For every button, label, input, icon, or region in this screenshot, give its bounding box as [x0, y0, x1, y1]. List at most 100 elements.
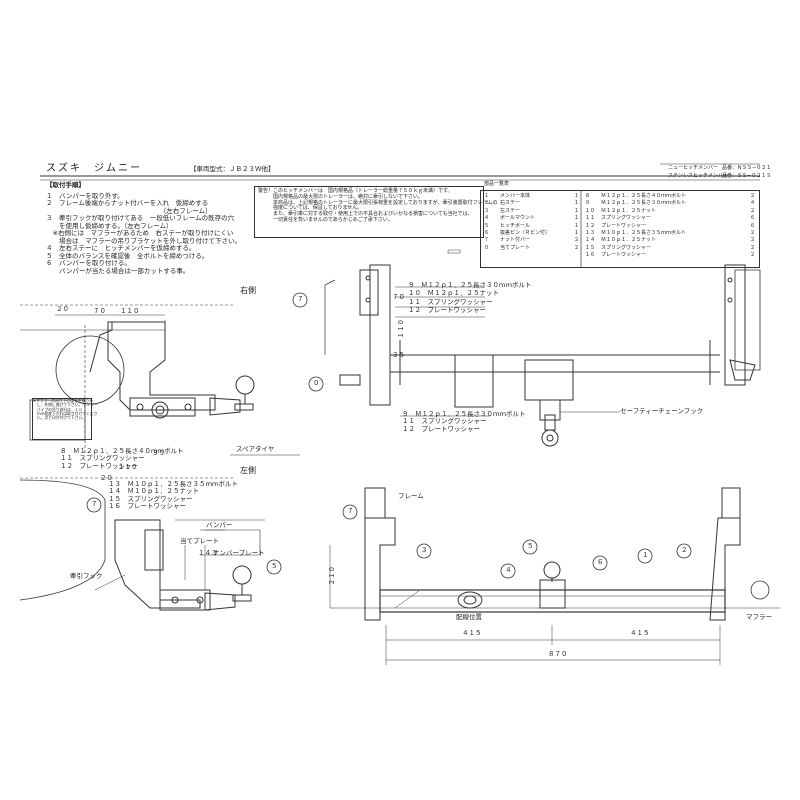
step-line: ３ 牽引フックが取り付けてある 一段低いフレームの既存の穴	[46, 214, 235, 223]
callout-7: ７	[347, 507, 354, 515]
parts-name: メンバー本体	[500, 193, 531, 199]
parts-name: ヒッチボール	[500, 222, 531, 229]
warning-line: 本商品は、上記規格のトレーラーに最大限引張荷重を設定しておりますが、牽引装置取付…	[258, 199, 498, 206]
parts-name: Ｍ１０ｐ１．２５ナット	[601, 237, 657, 244]
callout-7: ７	[91, 500, 98, 508]
parts-row: １６ プレートワッシャー ２	[585, 252, 755, 259]
top-bolts-lower: ９ Ｍ１２ｐ１．２５長さ３０ｍｍボルト １１ スプリングワッシャー １２ プレー…	[402, 410, 526, 433]
parts-qty: ２	[749, 237, 755, 244]
bolt-line: １１ スプリングワッシャー	[60, 454, 145, 463]
parts-row: １４ Ｍ１０ｐ１．２５ナット ２	[585, 237, 755, 244]
safety-hook-label: セーフティーチェーンフック	[620, 407, 704, 415]
bumper-label: バンパー	[206, 521, 233, 529]
parts-no: ５	[484, 222, 490, 229]
bolt-line: １４ Ｍ１０ｐ１．２５ナット	[108, 487, 199, 496]
dim-20: ２０	[56, 305, 69, 313]
parts-qty: ６	[749, 222, 755, 229]
bolt-line: １２ プレートワッシャー	[408, 306, 486, 315]
bolt-line: １１ スプリングワッシャー	[408, 297, 493, 306]
step-line: １ バンパーを取り外す。	[46, 192, 124, 200]
callout-7: ７	[297, 295, 304, 303]
dim-143: １４３	[198, 549, 218, 557]
spare-tire-label: スペアタイヤ	[236, 445, 275, 453]
parts-no: １１	[585, 215, 596, 222]
right-side-label: 右側	[240, 286, 256, 295]
parts-no: ８	[585, 193, 591, 199]
dim-110: １１０	[120, 307, 140, 315]
tow-hook-label: 牽引フック	[70, 572, 103, 580]
parts-no: １４	[585, 237, 596, 244]
parts-no: ０	[484, 244, 490, 251]
parts-qty: １	[573, 230, 579, 237]
parts-no: １３	[585, 230, 596, 237]
callout-2: ２	[681, 546, 688, 554]
parts-name: Ｍ１２ｐ１．２５ナット	[601, 207, 657, 214]
parts-no: １６	[585, 252, 596, 259]
steps-list: １ バンパーを取り外す。 ２ フレーム後端からナット付バーを入れ 仮締めする （…	[46, 192, 241, 275]
parts-qty: ２	[573, 237, 579, 244]
left-side-label: 左側	[240, 466, 256, 475]
dim-415-left: ４１５	[462, 629, 482, 637]
product-name-1: ニューヒッチメンバー	[668, 165, 719, 171]
bolt-line: １１ スプリングワッシャー	[402, 417, 487, 426]
parts-row: ９ Ｍ１２ｐ１．２５長さ３０ｍｍボルト ４	[585, 200, 755, 207]
parts-qty: ２	[749, 207, 755, 214]
bolt-line: １２ プレートワッシャー	[60, 461, 138, 470]
parts-name: Ｍ１２ｐ１．２５長さ４０ｍｍボルト	[601, 193, 687, 199]
bolt-line: １２ プレートワッシャー	[402, 424, 480, 433]
warning-line: また、牽引車に対する取付・使用上での不具合およびいかなる損害についても当社では、	[258, 211, 473, 217]
parts-qty: １	[573, 207, 579, 214]
left-side-drawing	[19, 454, 300, 611]
step-line: ４ 左右ステーに ヒッチメンバーを仮締めする。	[46, 244, 196, 253]
step-line: （左右フレーム）	[46, 206, 212, 215]
bolt-line: １６ プレートワッシャー	[108, 502, 186, 511]
bolt-line: ９ Ｍ１２ｐ１．２５長さ３０ｍｍボルト	[408, 281, 532, 289]
dim-70: ７０	[392, 293, 405, 301]
parts-name: プレートワッシャー	[601, 252, 647, 259]
plate-label: 当てプレート	[180, 537, 219, 545]
parts-name: プレートワッシャー	[601, 222, 647, 229]
parts-name: Ｍ１２ｐ１．２５長さ３０ｍｍボルト	[601, 200, 687, 207]
parts-name: ナット付バー	[500, 237, 531, 244]
parts-qty: ２	[573, 244, 579, 251]
warning-line: 国内規格品の最大限のトレーラーは、絶対に牽引しないで下さい。	[258, 193, 423, 200]
callout-circles	[86, 292, 692, 579]
muffler-note-line: し、外側に曲げて下さい。マフラー	[33, 402, 98, 408]
callout-6: ６	[597, 558, 604, 566]
muffler-note-line: ※マフラーの吊り下げ部分を取り外	[33, 398, 94, 403]
parts-row: ０ 当てプレート ２	[484, 245, 579, 252]
callout-5: ５	[527, 542, 534, 550]
left-bolts-top: ８ Ｍ１２ｐ１．２５長さ４０ｍｍボルト １１ スプリングワッシャー １２ プレー…	[60, 447, 184, 470]
dim-35: ３５	[392, 351, 405, 359]
left-bolts-mid: １３ Ｍ１０ｐ１．２５長さ３５ｍｍボルト １４ Ｍ１０ｐ１．２５ナット １５ ス…	[108, 480, 238, 511]
warning-line: 強度については、保証しておりません。	[258, 205, 363, 212]
dim-415-right: ４１５	[630, 629, 650, 637]
parts-no: １２	[585, 222, 596, 229]
bolt-line: １３ Ｍ１０ｐ１．２５長さ３５ｍｍボルト	[108, 480, 238, 488]
step-line: ６ バンパーを取り付ける。	[46, 259, 131, 268]
muffler-label: マフラー	[746, 613, 772, 621]
muffler-note-line: パイプの吊り部分は、１０	[33, 406, 83, 412]
parts-qty: ４	[749, 200, 755, 207]
parts-no: ９	[585, 200, 591, 207]
parts-heading: 部品一覧表	[484, 181, 510, 187]
parts-table-divider	[580, 191, 582, 267]
parts-no: ２	[484, 200, 490, 207]
warning-box: 警告！このヒッチメンバーは 国内規格品（トレーラー総重量７５０ｋｇ未満）です。 …	[254, 186, 498, 238]
parts-qty: ６	[749, 215, 755, 222]
bolt-line: ９ Ｍ１２ｐ１．２５長さ３０ｍｍボルト	[402, 410, 526, 418]
parts-name: 当てプレート	[500, 244, 531, 251]
step-line: を使用し仮締めする。（左右フレーム）	[46, 221, 173, 230]
parts-name: 抜差ピン（Ｒピン付）	[500, 230, 551, 237]
parts-name: スプリングワッシャー	[601, 244, 652, 251]
parts-name: スプリングワッシャー	[601, 215, 652, 222]
parts-qty: ２	[749, 252, 755, 259]
